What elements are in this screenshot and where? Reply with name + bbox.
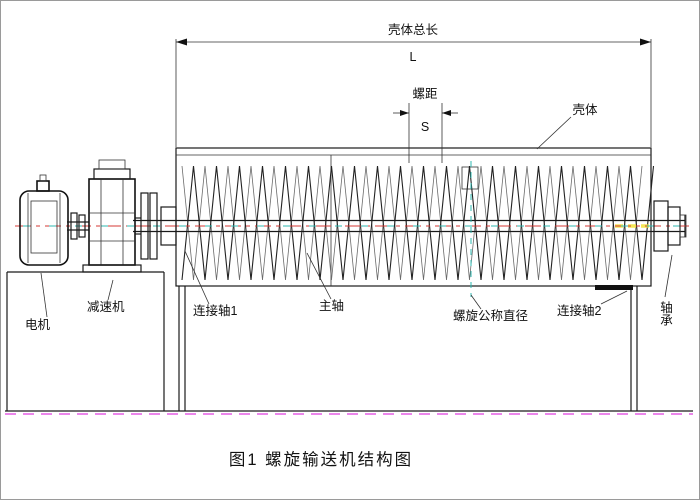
foundation bbox=[5, 271, 693, 415]
screw-diameter-label: 螺旋公称直径 bbox=[453, 309, 528, 323]
coupling2-label: 连接轴2 bbox=[557, 303, 602, 318]
drive-motor bbox=[19, 174, 89, 266]
motor-coupling bbox=[70, 212, 78, 240]
bearing-label: 轴承 bbox=[658, 300, 672, 326]
total-length-label: 壳体总长 bbox=[388, 23, 439, 37]
shell-label-text: 壳体 bbox=[572, 103, 598, 117]
pitch-label: 螺距 bbox=[412, 87, 437, 101]
reducer-label: 减速机 bbox=[87, 300, 125, 314]
coupling1-label: 连接轴1 bbox=[193, 303, 238, 318]
figure-caption: 图1 螺旋输送机结构图 bbox=[229, 450, 413, 469]
screw-flights bbox=[181, 165, 655, 281]
pitch-symbol: S bbox=[421, 120, 429, 134]
shaft-coupling bbox=[140, 192, 177, 260]
dimension-pitch: 螺距 S bbox=[393, 87, 458, 163]
part-labels: 电机 减速机 连接轴1 主轴 螺旋公称直径 连接轴2 轴承 bbox=[25, 250, 673, 332]
label-shell: 壳体 bbox=[536, 103, 598, 150]
total-length-symbol: L bbox=[410, 50, 417, 64]
main-shaft-label: 主轴 bbox=[319, 298, 344, 313]
gear-reducer bbox=[82, 159, 142, 273]
bearing-bracket bbox=[595, 285, 633, 290]
end-bearing bbox=[595, 200, 687, 290]
motor-label: 电机 bbox=[25, 318, 51, 332]
dimension-total-length: 壳体总长 L bbox=[175, 23, 652, 147]
shaft-gland bbox=[160, 206, 177, 246]
